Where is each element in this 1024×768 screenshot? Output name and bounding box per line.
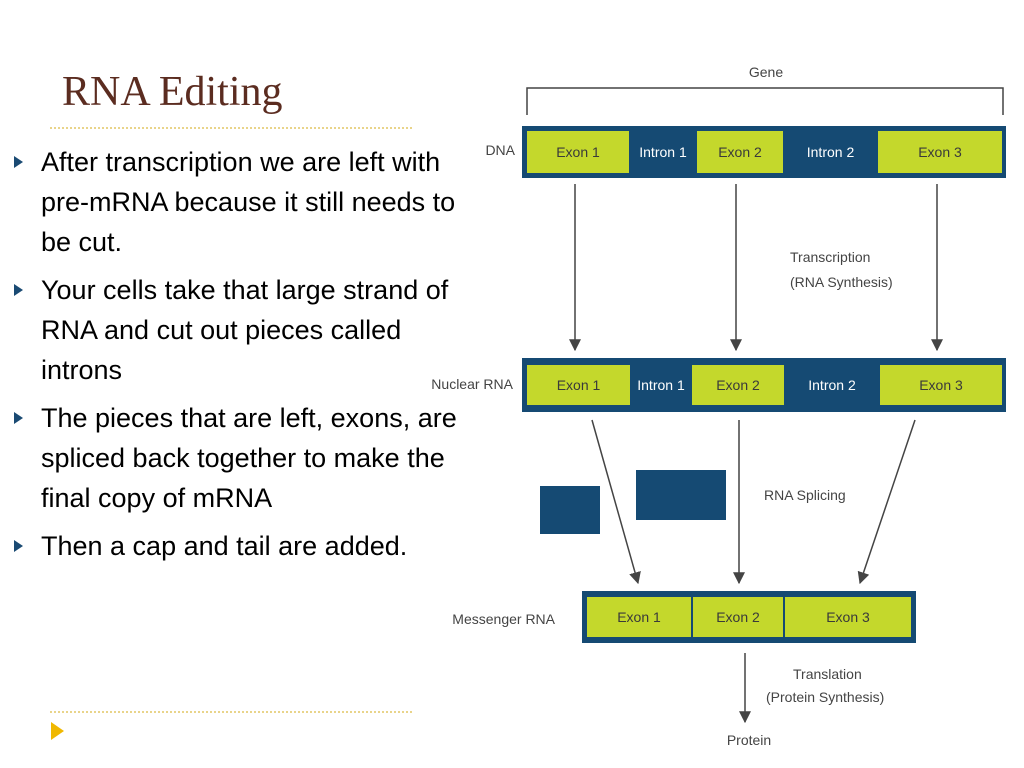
exon-label: Exon 3 [826, 609, 870, 625]
splicing-arrow [857, 419, 916, 585]
nuclear-rna-label: Nuclear RNA [431, 376, 513, 392]
exon-segment [693, 597, 783, 637]
exon-segment [527, 365, 630, 405]
exon-segment [697, 131, 783, 173]
footer-arrow-icon [51, 722, 64, 740]
splicing-arrow [591, 419, 641, 585]
bullet-text: The pieces that are left, exons, are spl… [41, 403, 457, 513]
protein-label: Protein [727, 732, 771, 748]
intron-label: Intron 2 [807, 144, 855, 160]
title-divider [50, 127, 412, 129]
bullet-arrow-icon [14, 540, 23, 552]
exon-label: Exon 1 [556, 144, 600, 160]
spliced-intron-1 [540, 486, 600, 534]
bullet-arrow-icon [14, 412, 23, 424]
exon-segment [527, 131, 629, 173]
exon-label: Exon 2 [716, 377, 760, 393]
exon-segment [785, 597, 911, 637]
dna-label: DNA [485, 142, 515, 158]
intron-label: Intron 1 [639, 144, 687, 160]
bullet-item: The pieces that are left, exons, are spl… [14, 398, 484, 518]
bullet-arrow-icon [14, 284, 23, 296]
gene-label: Gene [749, 64, 783, 80]
spliced-intron-2 [636, 470, 726, 520]
exon-segment [692, 365, 784, 405]
transcription-label-line1: Transcription [790, 249, 870, 265]
exon-segment [880, 365, 1002, 405]
gene-bracket [526, 87, 1004, 115]
rna-splicing-label: RNA Splicing [764, 487, 846, 503]
messenger-rna-label: Messenger RNA [452, 611, 555, 627]
nuclear-rna-segments: Exon 1 Intron 1 Exon 2 Intron 2 Exon 3 [527, 365, 1002, 405]
bullet-item: Your cells take that large strand of RNA… [14, 270, 484, 390]
bullet-arrow-icon [14, 156, 23, 168]
exon-label: Exon 1 [617, 609, 661, 625]
footer-divider [50, 711, 412, 713]
exon-segment [878, 131, 1002, 173]
exon-label: Exon 2 [718, 144, 762, 160]
translation-label-line1: Translation [793, 666, 862, 682]
slide-title: RNA Editing [62, 69, 283, 115]
messenger-rna-segments: Exon 1 Exon 2 Exon 3 [587, 597, 911, 637]
intron-label: Intron 2 [808, 377, 856, 393]
exon-label: Exon 3 [919, 377, 963, 393]
exon-label: Exon 2 [716, 609, 760, 625]
exon-segment [587, 597, 691, 637]
bullet-item: After transcription we are left with pre… [14, 142, 484, 262]
bullet-text: Your cells take that large strand of RNA… [41, 275, 449, 385]
translation-label-line2: (Protein Synthesis) [766, 689, 884, 705]
dna-segments: Exon 1 Intron 1 Exon 2 Intron 2 Exon 3 [527, 131, 1002, 173]
exon-label: Exon 1 [557, 377, 601, 393]
bullet-text: Then a cap and tail are added. [41, 531, 408, 561]
bullet-item: Then a cap and tail are added. [14, 526, 484, 566]
intron-label: Intron 1 [637, 377, 685, 393]
bullet-list: After transcription we are left with pre… [14, 142, 484, 574]
bullet-text: After transcription we are left with pre… [41, 147, 456, 257]
exon-label: Exon 3 [918, 144, 962, 160]
transcription-label-line2: (RNA Synthesis) [790, 274, 893, 290]
